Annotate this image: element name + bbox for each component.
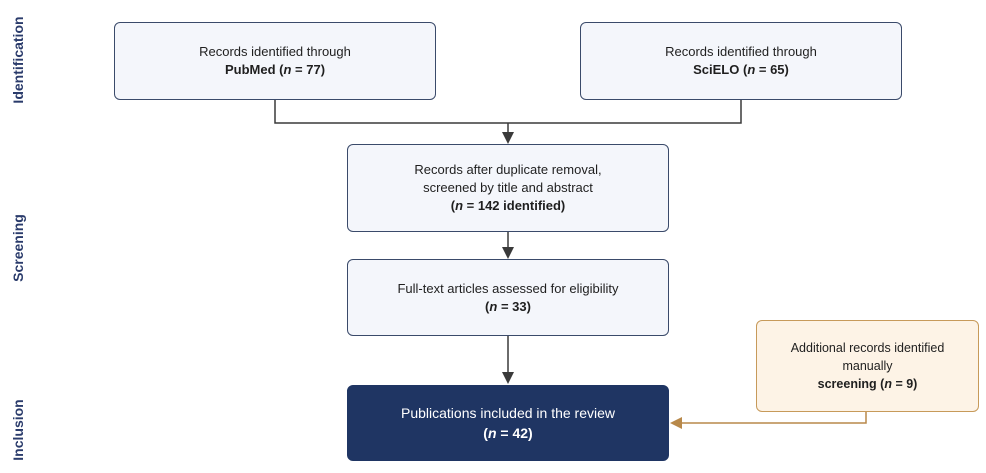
fulltext-line1: Full-text articles assessed for eligibil… — [397, 280, 619, 296]
scielo-line1: Records identified through — [665, 44, 817, 59]
dedup-count: (n = 142 identified) — [450, 198, 566, 213]
manual-line1: Additional records identified — [790, 341, 945, 355]
dedup-line2: screened by title and abstract — [423, 180, 593, 195]
dedup-line1: Records after duplicate removal, — [414, 162, 602, 177]
included-publications-box: Publications included in the review (n =… — [347, 385, 669, 461]
scielo-count: SciELO (n = 65) — [693, 62, 789, 77]
fulltext-count: (n = 33) — [485, 298, 531, 314]
scielo-records-box: Records identified through SciELO (n = 6… — [580, 22, 902, 100]
manual-line2: manually — [842, 359, 893, 373]
manual-count: screening (n = 9) — [817, 377, 918, 391]
pubmed-records-box: Records identified through PubMed (n = 7… — [114, 22, 436, 100]
fulltext-eligibility-box: Full-text articles assessed for eligibil… — [347, 259, 669, 336]
arrow-manual-to-included — [670, 412, 867, 429]
dedup-screening-box: Records after duplicate removal, screene… — [347, 144, 669, 232]
included-count: (n = 42) — [483, 425, 533, 441]
pubmed-count: PubMed (n = 77) — [224, 62, 326, 77]
merge-connector — [274, 100, 742, 124]
manual-screening-box: Additional records identified manually s… — [756, 320, 979, 412]
pubmed-line1: Records identified through — [199, 44, 351, 59]
included-line1: Publications included in the review — [400, 405, 615, 421]
